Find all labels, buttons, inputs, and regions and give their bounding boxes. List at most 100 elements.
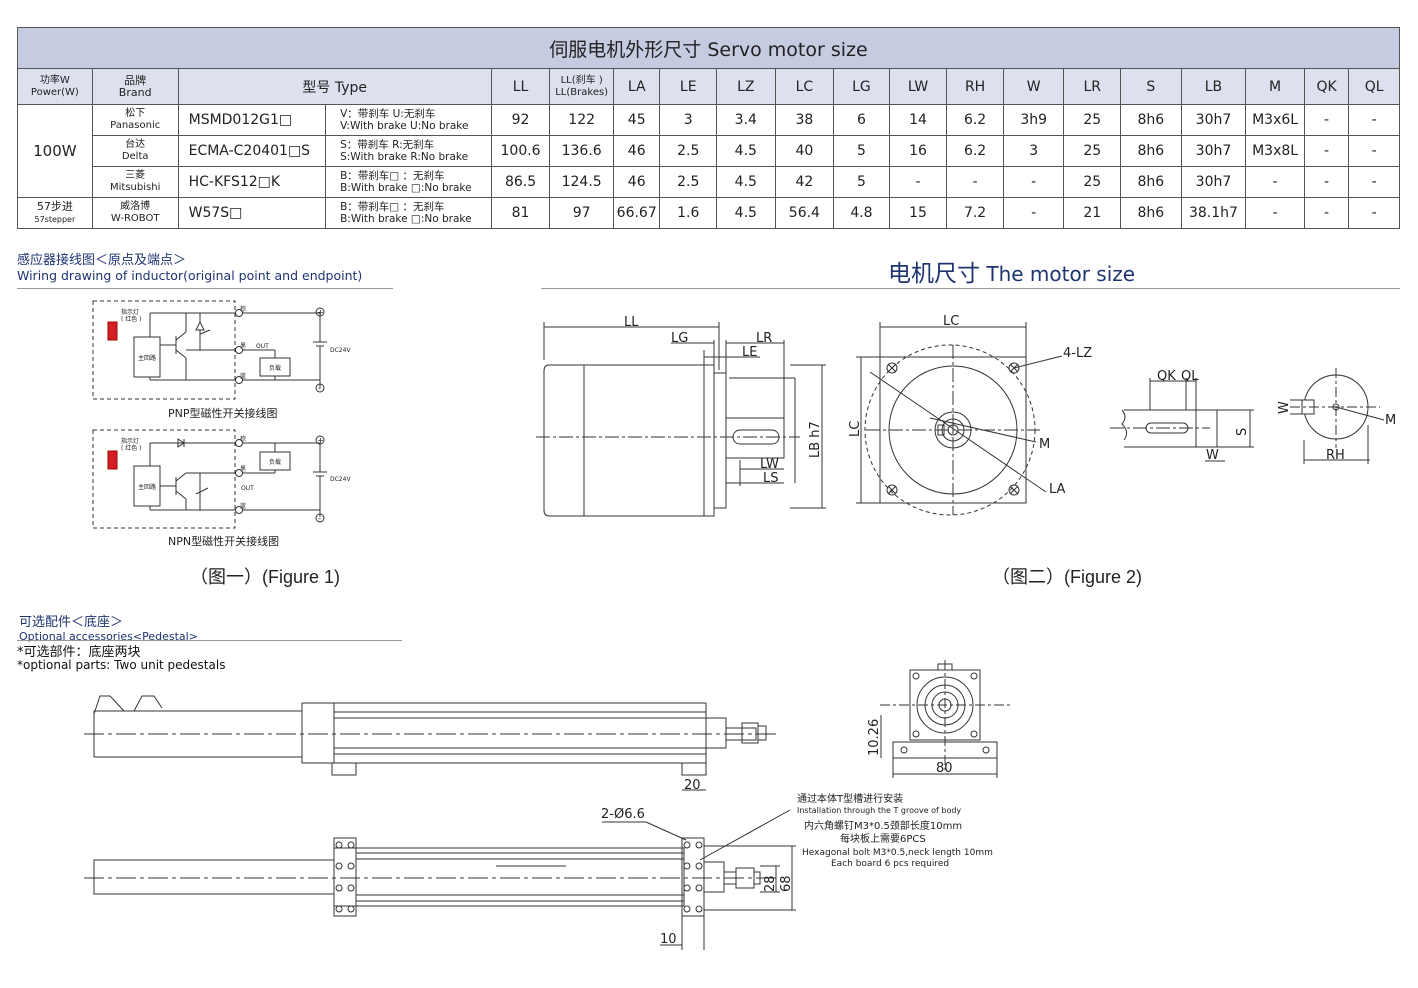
wire-black-label: 黑 xyxy=(240,466,246,473)
lamp-color-label: ( 红色 ) xyxy=(121,315,142,323)
figure-1-caption: （图一）(Figure 1) xyxy=(190,567,341,587)
value-cell: 7.2 xyxy=(946,197,1004,229)
value-cell: 66.67 xyxy=(612,197,661,229)
header-col: LZ xyxy=(716,68,776,105)
model-cell: W57S□ xyxy=(177,197,327,229)
dim-ql: QL xyxy=(1181,369,1199,384)
dim-4-lz: 4-LZ xyxy=(1063,346,1092,361)
dim-qk: QK xyxy=(1157,369,1176,384)
dim-28: 28 xyxy=(763,875,778,892)
header-col: M xyxy=(1245,68,1305,105)
board-note-en: Each board 6 pcs required xyxy=(831,859,949,869)
dim-le: LE xyxy=(742,345,757,360)
main-circuit-label: 主回路 xyxy=(138,354,156,362)
dim-m-end: M xyxy=(1385,413,1396,428)
value-cell: 1.6 xyxy=(659,197,718,229)
value-cell: - xyxy=(888,166,948,198)
value-cell: 38 xyxy=(774,104,835,136)
value-cell: 2.5 xyxy=(659,135,718,167)
value-cell: 100.6 xyxy=(490,135,551,167)
value-cell: 14 xyxy=(888,104,948,136)
value-cell: 122 xyxy=(549,104,614,136)
value-cell: - xyxy=(1245,166,1305,198)
value-cell: 4.5 xyxy=(716,135,776,167)
value-cell: 124.5 xyxy=(549,166,614,198)
header-col: LG xyxy=(833,68,890,105)
value-cell: 30h7 xyxy=(1180,104,1247,136)
figure-2-caption: （图二）(Figure 2) xyxy=(992,567,1143,587)
value-cell: 46 xyxy=(612,135,661,167)
header-col: QK xyxy=(1303,68,1350,105)
value-cell: M3x6L xyxy=(1245,104,1305,136)
value-cell: 15 xyxy=(888,197,948,229)
dim-lc: LC xyxy=(943,314,959,329)
dc24v-label: DC24V xyxy=(330,476,351,483)
table-title: 伺服电机外形尺寸 Servo motor size xyxy=(17,27,1400,69)
header-col: LB xyxy=(1180,68,1247,105)
value-cell: 136.6 xyxy=(549,135,614,167)
value-cell: 25 xyxy=(1063,104,1122,136)
accessories-section-title: 可选配件＜底座＞ Optional accessories<Pedestal> xyxy=(19,615,198,643)
dim-10: 10 xyxy=(660,932,677,947)
actuator-side-view xyxy=(84,695,780,791)
value-cell: - xyxy=(1348,197,1400,229)
dim-10-26: 10.26 xyxy=(867,719,882,756)
value-cell: 38.1h7 xyxy=(1180,197,1247,229)
divider xyxy=(541,288,1400,289)
dim-la: LA xyxy=(1049,482,1066,497)
load-label: 负载 xyxy=(269,458,281,466)
plus-terminal: + xyxy=(317,436,324,445)
header-col: LA xyxy=(612,68,661,105)
wire-blue-label: 蓝 xyxy=(240,372,246,380)
pnp-wiring-diagram xyxy=(92,300,327,400)
minus-terminal: - xyxy=(318,514,321,523)
value-cell: 2.5 xyxy=(659,166,718,198)
value-cell: - xyxy=(1303,197,1350,229)
value-cell: - xyxy=(1303,104,1350,136)
motor-size-title: 电机尺寸 The motor size xyxy=(888,261,1136,287)
value-cell: - xyxy=(1303,135,1350,167)
load-label: 负载 xyxy=(269,364,281,372)
dim-w-end: W xyxy=(1277,401,1292,414)
header-col: RH xyxy=(946,68,1004,105)
header-col: LR xyxy=(1063,68,1122,105)
dim-lb-h7: LB h7 xyxy=(808,421,823,458)
lamp-label: 指示灯 xyxy=(121,308,139,316)
value-cell: 42 xyxy=(774,166,835,198)
value-cell: 4.5 xyxy=(716,166,776,198)
value-cell: M3x8L xyxy=(1245,135,1305,167)
wire-brown-label: 棕 xyxy=(240,435,246,443)
bolt-note-cn: 内六角螺钉M3*0.5颈部长度10mm xyxy=(804,819,962,832)
out-label: OUT xyxy=(241,485,254,492)
value-cell: 46 xyxy=(612,166,661,198)
dim-68: 68 xyxy=(779,875,794,892)
shaft-end-detail xyxy=(1290,368,1385,464)
divider xyxy=(17,288,393,289)
dim-lg: LG xyxy=(671,331,688,346)
dim-lw: LW xyxy=(760,457,779,472)
model-cell: MSMD012G1□ xyxy=(177,104,327,136)
header-type: 型号 Type xyxy=(177,68,492,105)
dim-lc-side: LC xyxy=(848,421,863,437)
value-cell: 56.4 xyxy=(774,197,835,229)
dim-lr: LR xyxy=(756,331,772,346)
value-cell: 3 xyxy=(659,104,718,136)
lamp-label: 指示灯 xyxy=(121,437,139,445)
dim-ll: LL xyxy=(624,315,639,330)
minus-terminal: - xyxy=(318,384,321,393)
value-cell: 81 xyxy=(490,197,551,229)
motor-side-view xyxy=(536,322,826,517)
value-cell: 5 xyxy=(833,135,890,167)
value-cell: 4.8 xyxy=(833,197,890,229)
lamp-color-label: ( 红色 ) xyxy=(121,444,142,452)
value-cell: 45 xyxy=(612,104,661,136)
main-circuit-label: 主回路 xyxy=(138,483,156,491)
